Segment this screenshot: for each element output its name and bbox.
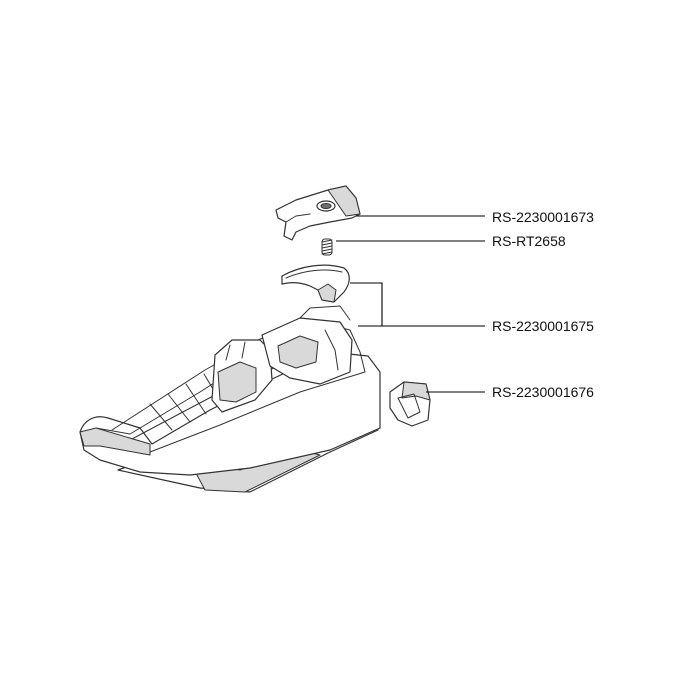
part-label-rs-2230001676: RS-2230001676 [492, 384, 594, 400]
leader-lines [336, 215, 485, 393]
spring [321, 238, 333, 256]
part-label-rs-rt2658: RS-RT2658 [492, 233, 566, 249]
top-cover-part [275, 185, 361, 241]
handle-cover [281, 264, 350, 303]
part-label-rs-2230001675: RS-2230001675 [492, 318, 594, 334]
side-button [389, 381, 431, 427]
part-label-rs-2230001673: RS-2230001673 [492, 209, 594, 225]
base-housing [79, 305, 381, 493]
leader-line-rs-2230001675 [350, 282, 383, 327]
